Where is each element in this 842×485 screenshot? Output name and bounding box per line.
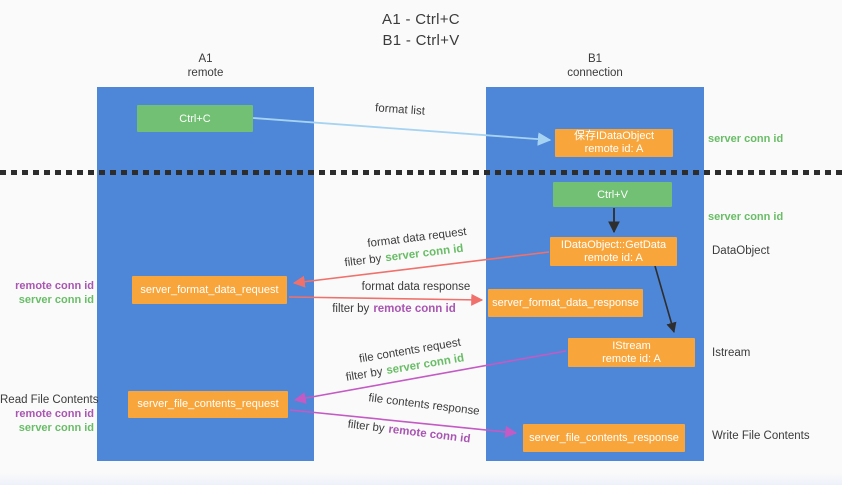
istream-box: IStream remote id: A xyxy=(568,338,695,367)
filter-by-text: filter by xyxy=(344,365,384,384)
copy-paste-phase-divider xyxy=(0,170,842,175)
format-list-label: format list xyxy=(374,102,426,118)
filter-by-text: filter by xyxy=(346,418,386,435)
ctrl-c-action-box: Ctrl+C xyxy=(137,105,253,132)
lifeline-b1-header: B1 connection xyxy=(486,52,704,80)
save-dataobject-line2: remote id: A xyxy=(584,143,644,155)
server-format-data-response-box: server_format_data_response xyxy=(488,289,643,317)
format-remote-conn-id: remote conn id xyxy=(15,280,94,292)
remote-conn-id-key: remote conn id xyxy=(387,423,472,446)
read-file-contents-label: Read File Contents xyxy=(0,394,99,406)
filter-by-text: filter by xyxy=(343,252,383,270)
istream-text: IStream remote id: A xyxy=(602,340,661,366)
ctrl-c-label: Ctrl+C xyxy=(179,112,211,125)
istream-line2: remote id: A xyxy=(602,352,661,365)
server-file-contents-response-box: server_file_contents_response xyxy=(523,424,685,452)
server-file-contents-request-box: server_file_contents_request xyxy=(128,391,288,418)
file-request-conn-ids: Read File Contents remote conn id server… xyxy=(0,393,99,435)
save-dataobject-box: 保存IDataObject remote id: A xyxy=(555,129,673,157)
filter-by-text: filter by xyxy=(332,303,370,315)
file-server-conn-id: server conn id xyxy=(18,422,94,434)
getdata-line1: IDataObject::GetData xyxy=(560,238,667,251)
lifeline-b1-role: connection xyxy=(567,67,623,79)
diagram-title: A1 - Ctrl+C B1 - Ctrl+V xyxy=(0,9,842,51)
file-remote-conn-id: remote conn id xyxy=(15,408,94,420)
title-line-b1: B1 - Ctrl+V xyxy=(382,32,460,49)
server-format-data-response-label: server_format_data_response xyxy=(492,296,639,309)
annotation-server-conn-id-top: server conn id xyxy=(708,133,784,145)
getdata-text: IDataObject::GetData remote id: A xyxy=(561,239,666,265)
annotation-write-file-contents: Write File Contents xyxy=(712,430,810,442)
lifeline-a1-name: A1 xyxy=(198,53,213,65)
remote-conn-id-key: remote conn id xyxy=(373,303,456,315)
save-dataobject-line1: 保存IDataObject xyxy=(573,130,655,142)
istream-line1: IStream xyxy=(612,339,651,352)
server-format-data-request-box: server_format_data_request xyxy=(132,276,287,304)
save-dataobject-text: 保存IDataObject remote id: A xyxy=(574,130,654,156)
ctrl-v-label: Ctrl+V xyxy=(597,188,628,201)
server-file-contents-response-label: server_file_contents_response xyxy=(529,431,679,444)
format-data-response-arrow xyxy=(288,293,484,306)
annotation-server-conn-id-mid: server conn id xyxy=(708,211,784,223)
annotation-istream: Istream xyxy=(712,347,751,359)
format-server-conn-id: server conn id xyxy=(18,294,94,306)
bottom-edge-fade xyxy=(0,473,842,485)
getdata-box: IDataObject::GetData remote id: A xyxy=(550,237,677,266)
lifeline-b1-name: B1 xyxy=(587,53,603,65)
title-line-a1: A1 - Ctrl+C xyxy=(382,11,460,28)
format-data-response-label: format data response xyxy=(361,281,471,293)
lifeline-a1-role: remote xyxy=(187,67,224,79)
annotation-dataobject: DataObject xyxy=(712,245,770,257)
ctrl-v-action-box: Ctrl+V xyxy=(553,182,672,207)
getdata-line2: remote id: A xyxy=(584,251,643,264)
format-request-conn-ids: remote conn id server conn id xyxy=(0,279,94,307)
server-file-contents-request-label: server_file_contents_request xyxy=(137,398,279,410)
lifeline-a1-header: A1 remote xyxy=(97,52,314,80)
server-format-data-request-label: server_format_data_request xyxy=(140,283,279,296)
